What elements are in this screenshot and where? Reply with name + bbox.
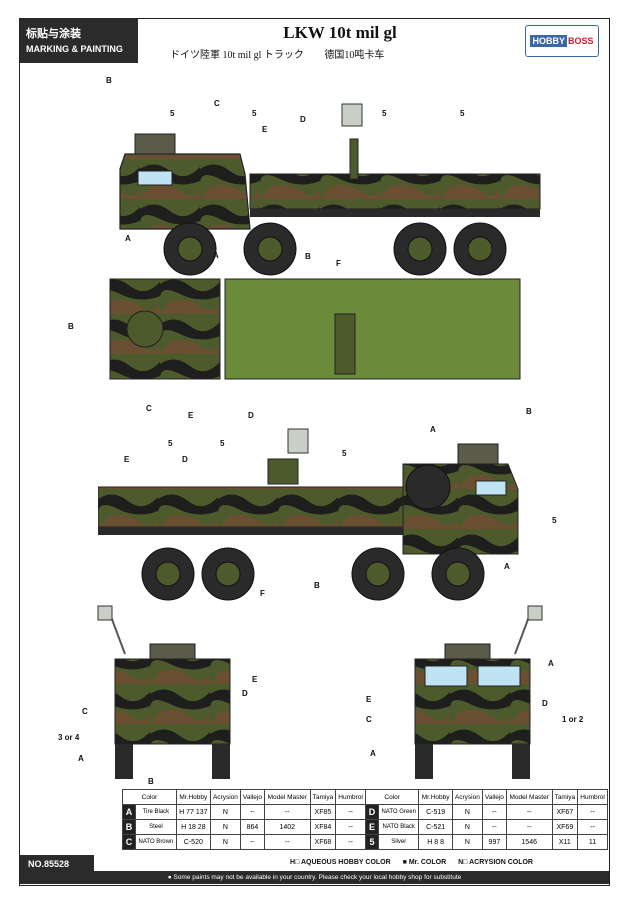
side-view-right: [98, 428, 519, 601]
cargo-bed-r: [98, 486, 404, 528]
label-b: B: [106, 76, 112, 85]
hdr-tamiya: Tamiya: [309, 789, 337, 805]
front-label-d: D: [542, 699, 548, 708]
hdr-vallejo-2: Vallejo: [481, 789, 507, 805]
rear-label-b: B: [148, 777, 154, 786]
front-label-a2: A: [370, 749, 376, 758]
hdr-modelmaster: Model Master: [263, 789, 311, 805]
top-label-d: D: [248, 411, 254, 420]
paint-table: Color Mr.Hobby Acrysion Vallejo Model Ma…: [122, 789, 608, 850]
rear-label-a: A: [78, 754, 84, 763]
paint-legend: H□ AQUEOUS HOBBY COLOR ■ Mr. COLOR N□ AC…: [290, 859, 543, 866]
legend-mrcolor: ■ Mr. COLOR: [402, 859, 447, 866]
footer-bar: NO.85528 H□ AQUEOUS HOBBY COLOR ■ Mr. CO…: [20, 855, 609, 873]
section-title-en: MARKING & PAINTING: [26, 44, 123, 54]
hdr-color-2: Color: [364, 789, 420, 805]
r-label-5a: 5: [168, 439, 173, 448]
hdr-mrhobby: Mr.Hobby: [175, 789, 211, 805]
r-label-b: B: [314, 581, 320, 590]
label-5a: 5: [170, 109, 175, 118]
section-tab: 标贴与涂装 MARKING & PAINTING: [20, 19, 138, 63]
rear-body: [114, 658, 231, 745]
label-5c: 5: [382, 109, 387, 118]
hdr-color: Color: [122, 789, 177, 805]
header-bar: 标贴与涂装 MARKING & PAINTING LKW 10t mil gl …: [20, 19, 609, 63]
r-label-5c: 5: [342, 449, 347, 458]
top-view: [109, 278, 521, 380]
spare-wheel: [405, 464, 451, 510]
table-row: A Tire Black H 77 137 N -- -- XF85 -- D …: [122, 804, 608, 820]
rear-view: [97, 605, 231, 779]
front-label-1or2: 1 or 2: [562, 715, 584, 724]
hdr-humbrol: Humbrol: [335, 789, 366, 805]
label-b2: B: [305, 252, 311, 261]
label-5b: 5: [252, 109, 257, 118]
page-title: LKW 10t mil gl: [283, 23, 397, 42]
legend-aqueous: H□ AQUEOUS HOBBY COLOR: [290, 859, 391, 866]
hdr-acrysion: Acrysion: [209, 789, 242, 805]
r-label-d: D: [182, 455, 188, 464]
front-label-e: E: [366, 695, 372, 704]
hdr-modelmaster-2: Model Master: [505, 789, 553, 805]
paint-header-row: Color Mr.Hobby Acrysion Vallejo Model Ma…: [122, 789, 608, 805]
top-label-b: B: [68, 322, 74, 331]
label-a: A: [125, 234, 131, 243]
top-label-e: E: [188, 411, 194, 420]
r-label-e: E: [124, 455, 130, 464]
legend-acrysion: N□ ACRYSION COLOR: [458, 859, 533, 866]
product-number: NO.85528: [20, 855, 94, 873]
rear-label-d: D: [242, 689, 248, 698]
r-label-a: A: [430, 425, 436, 434]
front-label-c: C: [366, 715, 372, 724]
instruction-sheet: 标贴与涂装 MARKING & PAINTING LKW 10t mil gl …: [19, 18, 610, 886]
crane-arm: [349, 138, 359, 180]
hdr-acrysion-2: Acrysion: [451, 789, 483, 805]
r-label-5b: 5: [220, 439, 225, 448]
subtitle-cn: 德国10吨卡车: [324, 50, 385, 61]
table-row: B Steel H 18 28 N 864 1402 XF84 -- E NAT…: [122, 819, 608, 835]
cab: [119, 153, 251, 230]
section-title-cn: 标贴与涂装: [26, 28, 81, 40]
r-label-5d: 5: [552, 516, 557, 525]
side-view-left: [119, 103, 541, 276]
cargo-bed: [249, 173, 541, 210]
hdr-humbrol-2: Humbrol: [577, 789, 608, 805]
hdr-mrhobby-2: Mr.Hobby: [418, 789, 453, 805]
r-label-f: F: [260, 589, 265, 598]
label-d: D: [300, 115, 306, 124]
label-5d: 5: [460, 109, 465, 118]
top-label-c: C: [146, 404, 152, 413]
wheels-r: [141, 547, 485, 601]
front-label-a: A: [548, 659, 554, 668]
availability-note: ● Some paints may not be available in yo…: [20, 871, 609, 884]
rear-label-3or4: 3 or 4: [58, 733, 80, 742]
hdr-vallejo: Vallejo: [240, 789, 265, 805]
table-row: C NATO Brown C-520 N -- -- XF68 -- 5 Sil…: [122, 834, 608, 850]
rear-label-c: C: [82, 707, 88, 716]
label-e: E: [262, 125, 268, 134]
rear-label-e: E: [252, 675, 258, 684]
top-label-a: A: [213, 251, 219, 260]
r-label-b2: B: [526, 407, 532, 416]
cab-window: [137, 170, 173, 186]
front-view: [414, 605, 543, 779]
hdr-tamiya-2: Tamiya: [551, 789, 579, 805]
label-c: C: [214, 99, 220, 108]
roof-weapon-station: [134, 133, 176, 155]
page-subtitle: ドイツ陸軍 10t mil gl トラック 德国10吨卡车: [170, 46, 402, 61]
bed-top: [224, 278, 521, 380]
label-f: F: [336, 259, 341, 268]
wheels: [163, 222, 507, 276]
subtitle-jp: ドイツ陸軍 10t mil gl トラック: [170, 50, 304, 61]
r-label-a2: A: [504, 562, 510, 571]
